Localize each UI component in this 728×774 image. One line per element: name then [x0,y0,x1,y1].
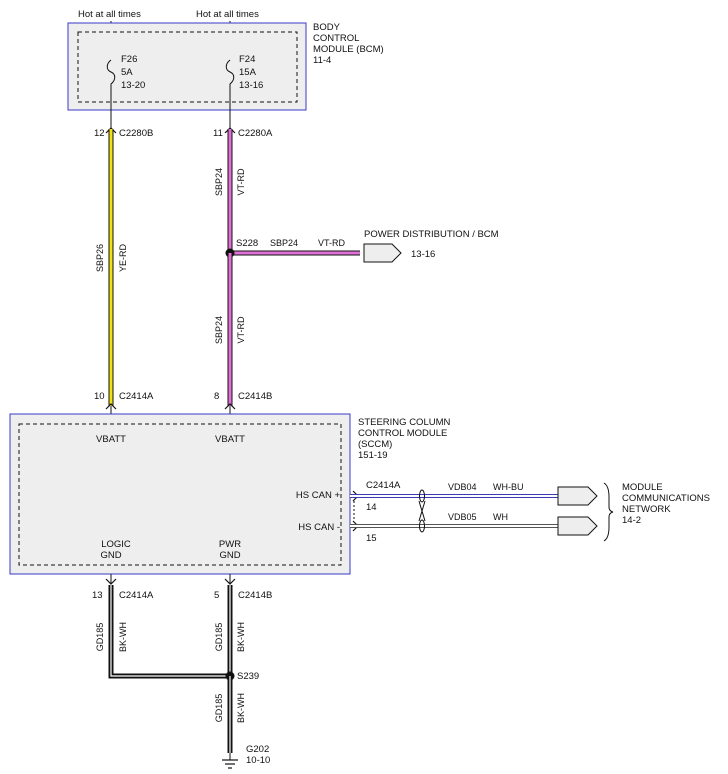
fuse-f24-symbol [225,59,235,110]
ground-id: G202 [246,744,269,755]
bcm-frame [67,22,307,111]
wire-gd185-left [108,585,230,679]
bcm-name-4: 11-4 [313,55,331,66]
fuse-f26-symbol [106,59,116,110]
connector-c2414b-top-name: C2414B [238,391,272,402]
bcm-name-1: BODY [313,22,341,33]
connector-c2280a-symbol [224,127,236,134]
sccm-name-3: (SCCM) [358,439,392,450]
wire-sbp24-branch-color: VT-RD [318,238,346,248]
sccm-module: VBATT VBATT LOGIC GND PWR GND HS CAN + H… [9,413,451,575]
wire-sbp26-circuit: SBP26 [95,244,105,272]
network-bracket [603,482,614,542]
splice-s228-label: S228 [236,238,258,249]
bcm-module: F26 5A 13-20 F24 15A 13-16 BODY CONTROL … [67,22,384,111]
hot-label-right: Hot at all times [196,9,259,20]
sccm-name-2: CONTROL MODULE [358,428,447,439]
network-name-3: NETWORK [622,504,671,515]
wire-sbp24-branch-circuit: SBP24 [270,238,298,248]
sccm-pin-logic-gnd-1: LOGIC [101,539,131,550]
power-distribution-ref: 13-16 [411,249,435,260]
wire-sbp24-upper-circuit: SBP24 [214,168,224,196]
network-connector-minus [557,516,598,536]
fuse-f24-amps: 15A [239,67,257,78]
wire-sbp24-lower-color: VT-RD [236,316,246,344]
connector-c2414b-bottom-pin: 5 [214,590,219,601]
sccm-name-1: STEERING COLUMN [358,417,451,428]
connector-can-name: C2414A [366,480,401,491]
ground-ref: 10-10 [246,755,270,766]
splice-s239-label: S239 [237,671,259,682]
sccm-frame [9,413,351,575]
connector-c2414a-bottom-name: C2414A [119,590,154,601]
power-distribution-connector [363,243,402,263]
wire-sbp24-upper-color: VT-RD [236,168,246,196]
fuse-f26-amps: 5A [121,67,133,78]
network-connector-plus [557,486,598,506]
fuse-f26-ref: 13-20 [121,80,145,91]
connector-c2414a-top-pin: 10 [94,391,105,402]
connector-can-pin-plus: 14 [366,502,377,513]
sccm-name-4: 151-19 [358,450,388,461]
connector-c2280b-symbol [105,127,117,134]
power-distribution-label: POWER DISTRIBUTION / BCM [364,229,499,240]
connector-c2414b-top-symbol [224,403,236,410]
wire-gd185-lower-circuit: GD185 [214,694,224,723]
wire-sbp24-lower-circuit: SBP24 [214,316,224,344]
bcm-name-3: MODULE (BCM) [313,44,384,55]
fuse-f24-id: F24 [239,54,255,65]
connector-c2414a-bottom-symbol [105,578,117,585]
sccm-pin-hs-can-minus: HS CAN - [298,522,340,533]
connector-c2414a-bottom-pin: 13 [92,590,103,601]
sccm-pin-vbatt-2: VBATT [215,434,245,445]
wire-gd185-right-color: BK-WH [236,622,246,652]
sccm-pin-vbatt-1: VBATT [96,434,126,445]
wire-gd185-left-color: BK-WH [118,622,128,652]
connector-c2280b-name: C2280B [119,128,153,139]
wire-vdb04-color: WH-BU [493,482,524,492]
twisted-pair-symbol [418,489,426,533]
wire-gd185-right-circuit: GD185 [214,623,224,652]
network-name-2: COMMUNICATIONS [622,493,710,504]
bcm-name-2: CONTROL [313,33,359,44]
fuse-f26-id: F26 [121,54,137,65]
wire-gd185-lower-color: BK-WH [236,693,246,723]
network-name-4: 14-2 [622,515,641,526]
sccm-pin-pwr-gnd-2: GND [219,550,240,561]
connector-c2414b-bottom-symbol [224,578,236,585]
wire-vdb05-color: WH [493,512,508,522]
wire-sbp26-color: YE-RD [118,244,128,273]
sccm-pin-hs-can-plus: HS CAN + [296,490,341,501]
bcm-inner-dashed [77,31,298,103]
wire-vdb04-circuit: VDB04 [448,482,477,492]
sccm-pin-logic-gnd-2: GND [100,550,121,561]
connector-c2414a-top-symbol [105,403,117,410]
sccm-inner-dashed [18,423,342,566]
connector-c2280a-name: C2280A [238,128,273,139]
wire-vdb05-circuit: VDB05 [448,512,477,522]
connector-can-pin-minus: 15 [366,533,377,544]
connector-c2414b-top-pin: 8 [214,391,219,402]
fuse-f24-ref: 13-16 [239,80,263,91]
wire-gd185-left-circuit: GD185 [95,623,105,652]
connector-c2280b-pin: 12 [94,128,105,139]
sccm-pin-pwr-gnd-1: PWR [219,539,241,550]
connector-c2280a-pin: 11 [213,128,223,139]
ground-symbol-icon [222,753,238,769]
connector-c2414a-top-name: C2414A [119,391,154,402]
connector-c2414b-bottom-name: C2414B [238,590,272,601]
hot-label-left: Hot at all times [78,9,141,20]
network-name-1: MODULE [622,482,663,493]
